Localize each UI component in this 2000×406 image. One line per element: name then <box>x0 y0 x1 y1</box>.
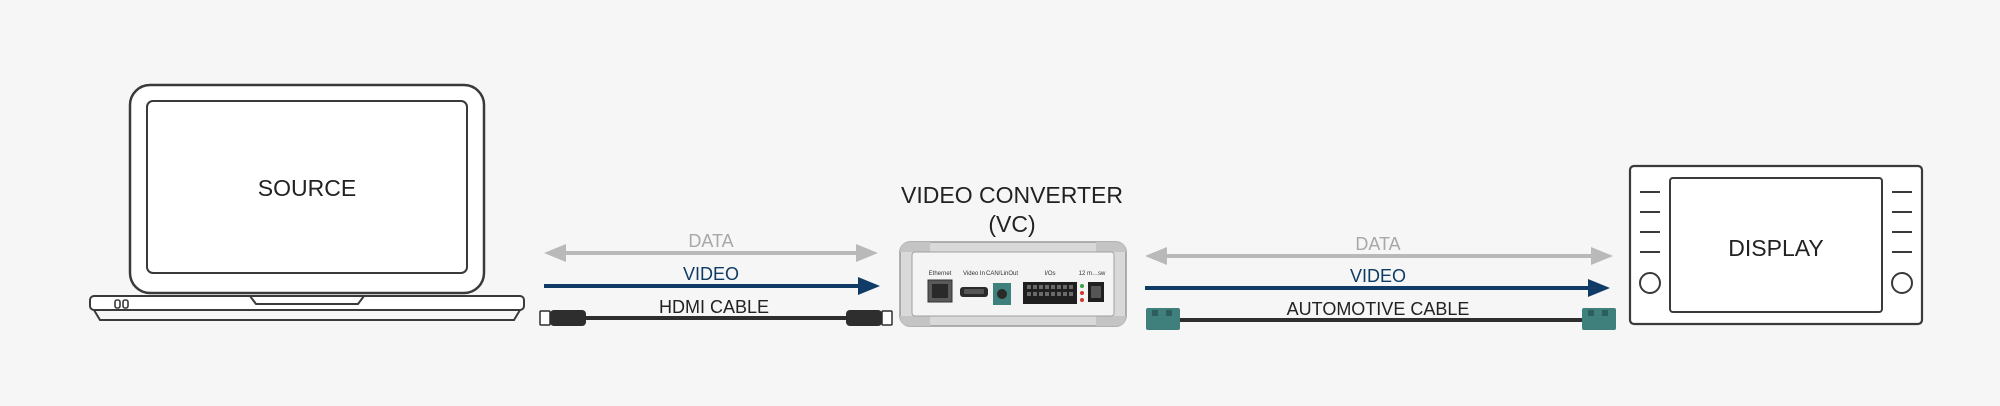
status-led-icon <box>1080 284 1084 302</box>
video-converter: VIDEO CONVERTER (VC) Ethernet Video In C… <box>899 182 1127 327</box>
hdmi-plug-left-icon <box>539 310 586 326</box>
hdmi-port-icon <box>960 287 988 297</box>
hdmi-cable <box>539 310 893 326</box>
fakra-plug-left-icon <box>1146 308 1180 330</box>
right-video-arrow <box>1145 279 1610 297</box>
fakra-port-icon <box>993 283 1011 305</box>
led-icon <box>122 299 129 309</box>
ethernet-port-icon <box>927 279 953 303</box>
io-connector-icon <box>1023 282 1077 304</box>
right-data-label: DATA <box>1355 234 1400 254</box>
converter-title-line1: VIDEO CONVERTER <box>901 182 1123 208</box>
right-video-label: VIDEO <box>1350 266 1406 286</box>
left-data-arrow <box>544 244 878 262</box>
automotive-cable <box>1146 308 1616 330</box>
fakra-plug-right-icon <box>1582 308 1616 330</box>
display-right-buttons <box>1892 191 1912 253</box>
port-label-video-in: Video In <box>963 271 985 277</box>
power-connector-icon <box>1088 282 1104 302</box>
left-cable-label: HDMI CABLE <box>659 297 769 317</box>
port-label-can-lin: CAN/LinOut <box>986 271 1018 277</box>
left-video-arrow <box>544 277 880 295</box>
display-left-buttons <box>1640 191 1660 253</box>
converter-title-line2: (VC) <box>988 211 1035 237</box>
knob-right-icon <box>1891 272 1913 294</box>
right-data-arrow <box>1145 247 1613 265</box>
source-laptop: SOURCE <box>89 83 525 321</box>
left-link: DATA VIDEO HDMI CABLE <box>539 231 893 326</box>
left-data-label: DATA <box>688 231 733 251</box>
port-label-io: I/Os <box>1044 271 1055 277</box>
display-label: DISPLAY <box>1728 235 1823 261</box>
port-label-power: 12 m…sw <box>1079 271 1106 277</box>
hdmi-plug-right-icon <box>846 310 893 326</box>
knob-left-icon <box>1639 272 1661 294</box>
led-icon <box>114 299 121 309</box>
right-link: DATA VIDEO AUTOMOTIVE CABLE <box>1145 234 1616 330</box>
display-unit: DISPLAY <box>1628 164 1924 326</box>
source-label: SOURCE <box>258 175 356 201</box>
left-video-label: VIDEO <box>683 264 739 284</box>
port-label-ethernet: Ethernet <box>929 271 952 277</box>
right-cable-label: AUTOMOTIVE CABLE <box>1287 299 1470 319</box>
